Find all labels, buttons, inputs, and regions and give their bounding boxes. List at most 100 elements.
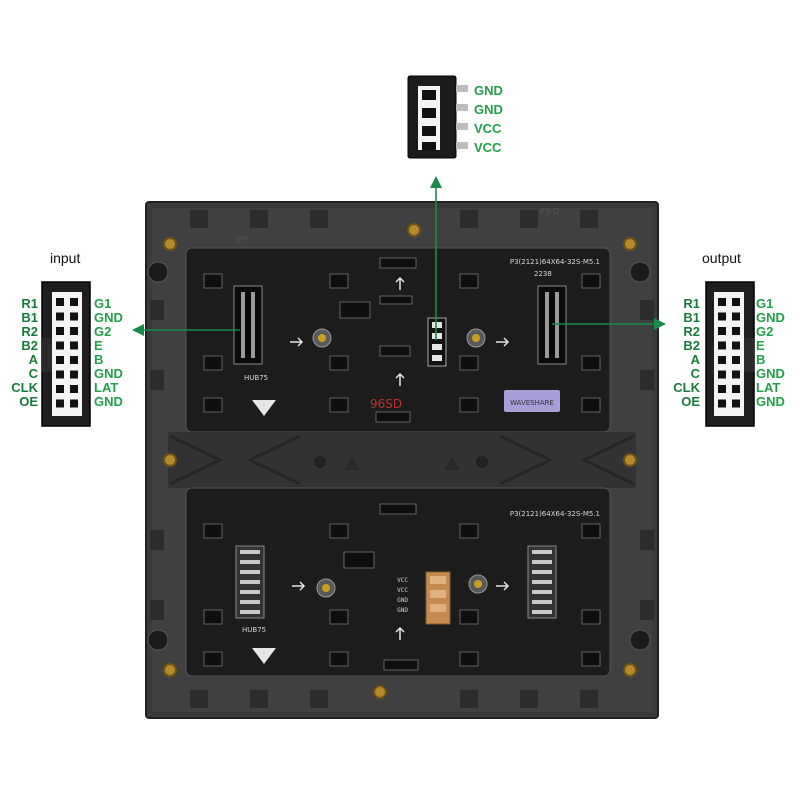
input-pin-gnd: GND (94, 310, 123, 325)
input-pin-b1: B1 (21, 310, 38, 325)
input-pin-lat: LAT (94, 380, 119, 395)
output-left-pin-list: R1 B1 R2 B2 A C CLK OE (664, 297, 700, 409)
connector-pin-hole (56, 399, 64, 408)
output-pin-e: E (756, 338, 765, 353)
output-right-pin-list: G1 GND G2 E B GND LAT GND (756, 297, 796, 409)
lower-model-label: P3(2121)64X64-32S-M5.1 (510, 510, 600, 518)
esd-warning-icon (252, 400, 276, 416)
output-title: output (702, 250, 741, 266)
waveshare-sticker (504, 390, 560, 412)
input-pin-b2: B2 (21, 338, 38, 353)
connector-pin-hole (718, 370, 726, 379)
capacitors (312, 328, 488, 598)
connector-pin-hole (56, 356, 64, 364)
output-pin-g1: G1 (756, 296, 774, 311)
output-pin-gnd: GND (756, 310, 785, 325)
direction-arrows (290, 276, 510, 640)
output-pin-gnd: GND (756, 394, 785, 409)
connector-pin-hole (718, 356, 726, 364)
output-pin-c: C (690, 366, 700, 381)
output-pin-b: B (756, 352, 766, 367)
power-pin-gnd-2: GND (474, 102, 503, 117)
signal-arrows (132, 176, 666, 340)
connector-pin-hole (718, 385, 726, 393)
input-pin-a: A (28, 352, 38, 367)
connector-pin-hole (718, 399, 726, 408)
connector-pin-hole (732, 312, 740, 321)
connector-pin-hole (718, 327, 726, 335)
output-pin-lat: LAT (756, 380, 781, 395)
screw-inserts (163, 223, 637, 699)
power-label-2: VCC (397, 587, 408, 594)
input-pin-e: E (94, 338, 103, 353)
lower-ics (203, 503, 601, 671)
input-pin-oe: OE (19, 394, 38, 409)
connector-pin-hole (70, 370, 78, 379)
input-pin-g2: G2 (94, 324, 112, 339)
connector-pin-hole (718, 341, 726, 350)
connector-pin-hole (56, 370, 64, 379)
input-left-pin-list: R1 B1 R2 B2 A C CLK OE (4, 297, 38, 409)
power-label-3: GND (397, 597, 408, 604)
connector-pin-hole (732, 356, 740, 364)
upper-model-label: P3(2121)64X64-32S-M5.1 (510, 258, 600, 266)
input-pin-clk: CLK (11, 380, 38, 395)
output-pin-oe: OE (681, 394, 700, 409)
upper-ics (203, 257, 601, 423)
connector-pin-hole (732, 341, 740, 350)
connector-pin-hole (70, 356, 78, 364)
input-pin-r1: R1 (21, 296, 38, 311)
output-pin-a: A (690, 352, 700, 367)
date-code: 2238 (534, 270, 552, 278)
connector-pin-hole (70, 312, 78, 321)
connector-pin-hole (732, 298, 740, 306)
output-pin-clk: CLK (673, 380, 700, 395)
frame-ribs (150, 210, 654, 708)
connector-pin-hole (718, 312, 726, 321)
connector-pin-hole (70, 327, 78, 335)
connector-pin-hole (732, 399, 740, 408)
connector-pin-hole (718, 298, 726, 306)
upper-input-connector (233, 285, 263, 365)
connector-pin-hole (70, 341, 78, 350)
board-power-header (427, 317, 447, 367)
output-pin-r1: R1 (683, 296, 700, 311)
waveshare-label: WAVESHARE (510, 399, 554, 407)
esd-warning-icon (252, 648, 276, 664)
hub-label-lower: HUB75 (242, 626, 266, 634)
middle-bracket (168, 432, 636, 488)
connector-pin-hole (56, 385, 64, 393)
lower-pcb (185, 487, 611, 677)
frame-mark-1: JPY (235, 235, 248, 244)
connector-pin-hole (56, 341, 64, 350)
output-pin-g2: G2 (756, 324, 774, 339)
output-pin-r2: R2 (683, 324, 700, 339)
input-pin-b: B (94, 352, 104, 367)
power-label-1: VCC (397, 577, 408, 584)
connector-pin-hole (56, 298, 64, 306)
input-title: input (50, 250, 81, 266)
connector-pin-hole (732, 385, 740, 393)
power-pin-vcc-1: VCC (474, 121, 502, 136)
connector-pin-hole (732, 327, 740, 335)
upper-output-connector (537, 285, 567, 365)
output-pin-b2: B2 (683, 338, 700, 353)
power-label-4: GND (397, 607, 408, 614)
input-pin-gnd: GND (94, 366, 123, 381)
input-pin-g1: G1 (94, 296, 112, 311)
connector-pin-hole (70, 298, 78, 306)
output-connector (705, 281, 755, 427)
connector-pin-hole (56, 327, 64, 335)
connector-pin-hole (70, 385, 78, 393)
output-pin-gnd: GND (756, 366, 785, 381)
frame-mark-2: P3-D (540, 207, 559, 216)
svg-text:96SD: 96SD (370, 397, 402, 411)
power-pin-vcc-2: VCC (474, 140, 502, 155)
connector-pin-hole (732, 370, 740, 379)
hub-label-upper: HUB75 (244, 374, 268, 382)
input-right-pin-list: G1 GND G2 E B GND LAT GND (94, 297, 134, 409)
input-pin-gnd: GND (94, 394, 123, 409)
input-pin-c: C (28, 366, 38, 381)
connector-pin-hole (70, 399, 78, 408)
